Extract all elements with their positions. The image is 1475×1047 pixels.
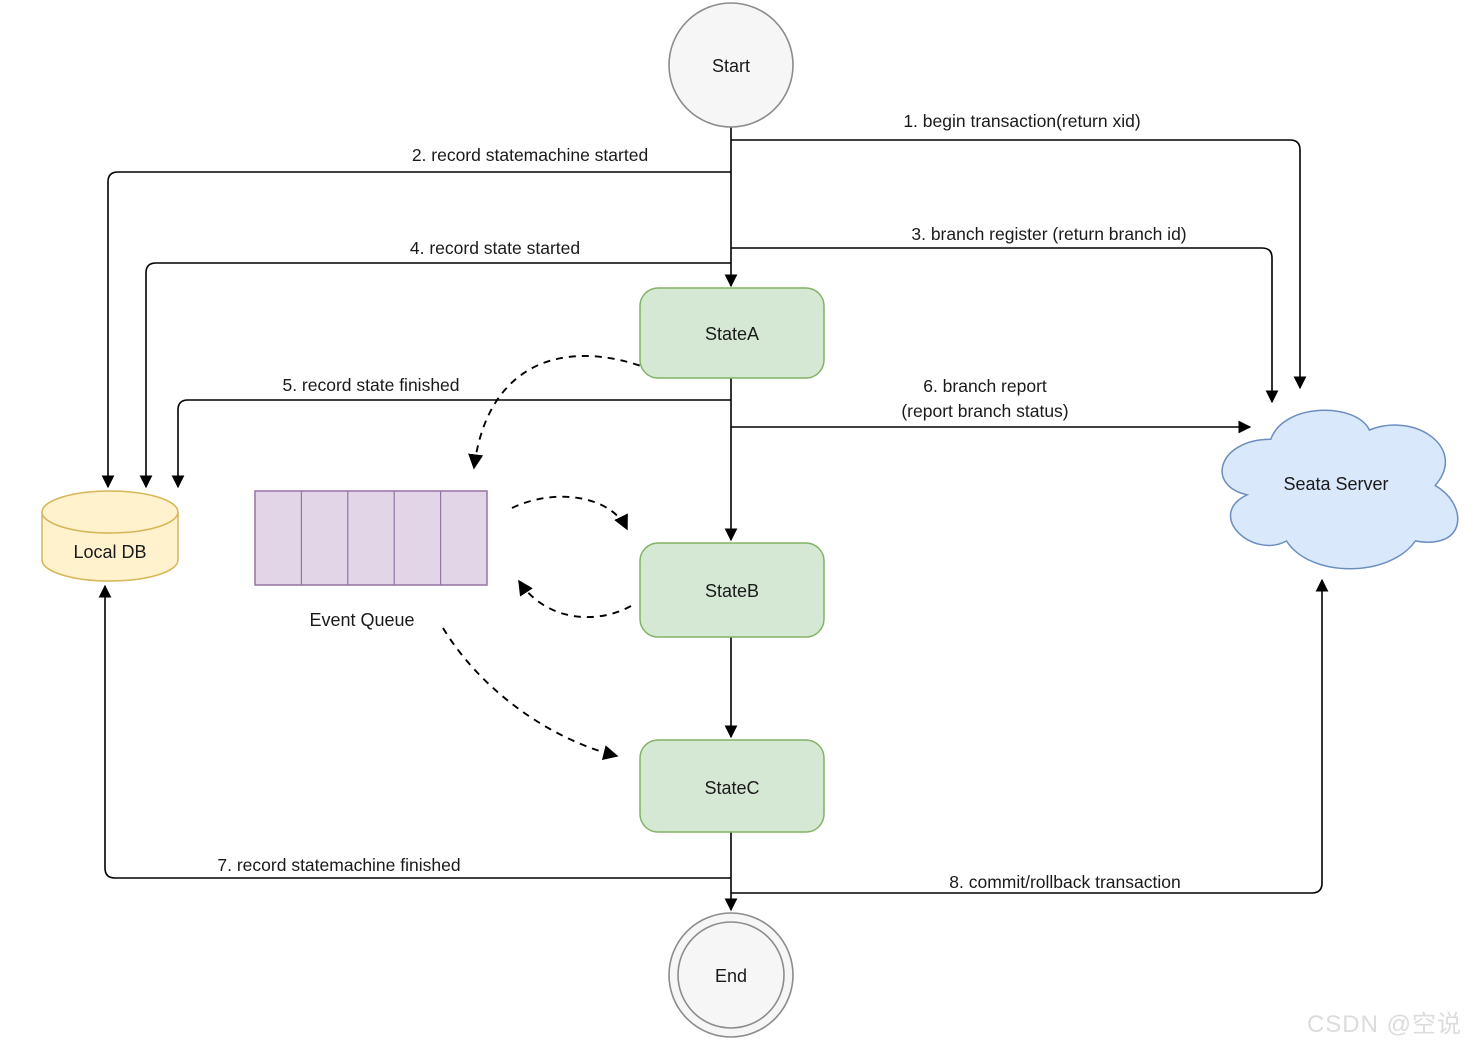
- edge-label-6-line2: (report branch status): [901, 401, 1068, 421]
- edge-label-4: 4. record state started: [410, 238, 580, 258]
- stateB-node-label: StateB: [705, 581, 759, 601]
- edge-record-state-finished: [171, 399, 731, 489]
- edge-label-2: 2. record statemachine started: [412, 145, 648, 165]
- edge-label-6-line1: 6. branch report: [923, 376, 1047, 396]
- dashed-edge-queue-to-stateB: [511, 495, 628, 531]
- stateA-node-label: StateA: [705, 324, 759, 344]
- stateC-node: [639, 739, 825, 833]
- edge-label-8: 8. commit/rollback transaction: [949, 872, 1180, 892]
- edge-commit-rollback: [731, 578, 1329, 894]
- edge-label-1: 1. begin transaction(return xid): [903, 111, 1140, 131]
- event-queue-label: Event Queue: [309, 610, 414, 630]
- edge-branch-register: [731, 247, 1279, 404]
- dashed-edge-stateA-to-queue: [468, 355, 653, 470]
- start-node-label: Start: [712, 56, 750, 76]
- local-db-node-top: [41, 490, 179, 534]
- edge-begin-transaction: [731, 139, 1307, 390]
- end-node-inner-ring: [677, 921, 785, 1029]
- edge-label-7: 7. record statemachine finished: [217, 855, 460, 875]
- seata-server-label: Seata Server: [1283, 474, 1388, 494]
- dashed-edge-stateB-to-queue: [518, 579, 632, 619]
- edge-record-statemachine-finished: [98, 584, 731, 879]
- edge-record-state-started: [139, 262, 731, 489]
- end-node-label: End: [715, 966, 747, 986]
- event-queue-node: [254, 490, 488, 586]
- local-db-label: Local DB: [73, 542, 146, 562]
- stateA-node: [639, 287, 825, 379]
- edge-label-3: 3. branch register (return branch id): [911, 224, 1186, 244]
- edge-label-5: 5. record state finished: [282, 375, 459, 395]
- stateC-node-label: StateC: [704, 778, 759, 798]
- edge-record-statemachine-started: [101, 171, 731, 489]
- seata-server-node: [1221, 409, 1459, 570]
- dashed-edge-queue-to-stateC: [442, 627, 619, 761]
- csdn-watermark: CSDN @空说: [1307, 1011, 1462, 1038]
- start-node: [668, 2, 794, 128]
- stateB-node: [639, 542, 825, 638]
